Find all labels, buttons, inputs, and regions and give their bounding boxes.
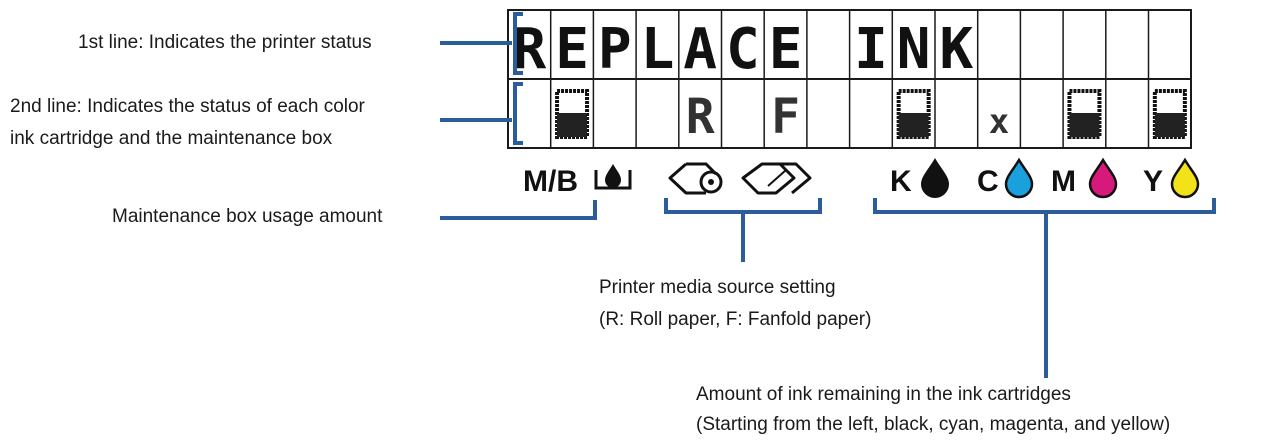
line1-callout: 1st line: Indicates the printer status xyxy=(78,32,372,53)
line2-callout-2: ink cartridge and the maintenance box xyxy=(10,128,333,149)
lcd-line1-char: K xyxy=(939,17,973,82)
lcd-line1-char: L xyxy=(641,17,675,82)
yellow-label: Y xyxy=(1143,165,1163,198)
lcd-level-fill xyxy=(557,113,588,137)
black-ink-drop-icon xyxy=(920,158,950,198)
lcd-level-fill xyxy=(1069,113,1100,137)
fanfold-paper-icon xyxy=(741,162,812,195)
cyan-label: C xyxy=(977,165,999,198)
lcd-line2-char: R xyxy=(686,89,715,145)
roll-paper-icon xyxy=(668,162,723,195)
media-callout-2: (R: Roll paper, F: Fanfold paper) xyxy=(599,309,872,330)
ink-bracket xyxy=(873,198,1216,214)
lcd-line2-char: x xyxy=(989,102,1009,142)
line1-bracket xyxy=(513,12,523,75)
lcd-line1-char: I xyxy=(854,17,888,82)
lcd-panel xyxy=(507,9,1192,149)
lcd-level-fill xyxy=(1154,113,1185,137)
lcd-level-fill xyxy=(898,113,929,137)
cyan-ink-drop-icon xyxy=(1004,157,1034,199)
lcd-line1-char: C xyxy=(726,17,760,82)
line2-callout-1: 2nd line: Indicates the status of each c… xyxy=(10,96,365,117)
maintenance-callout: Maintenance box usage amount xyxy=(112,206,383,227)
lcd-cell-dividers xyxy=(549,10,1150,148)
magenta-ink-drop-icon xyxy=(1088,157,1118,199)
lcd-line1-char: A xyxy=(683,17,717,82)
lcd-line2-char: F xyxy=(771,89,800,145)
black-label: K xyxy=(890,165,912,198)
magenta-label: M xyxy=(1051,165,1076,198)
media-bracket xyxy=(664,198,822,214)
ink-callout-2: (Starting from the left, black, cyan, ma… xyxy=(696,414,1171,435)
leader-lines xyxy=(440,41,1216,378)
lcd-line1-char: E xyxy=(769,17,803,82)
yellow-ink-drop-icon xyxy=(1170,157,1200,199)
lcd-line1-char: N xyxy=(897,17,931,82)
mb-label: M/B xyxy=(523,165,578,198)
ink-callout-1: Amount of ink remaining in the ink cartr… xyxy=(696,384,1071,405)
media-callout-1: Printer media source setting xyxy=(599,277,836,298)
lcd-line1-char: P xyxy=(598,17,632,82)
maintenance-box-icon xyxy=(594,164,632,190)
maintenance-leader xyxy=(440,200,597,220)
lcd-line1-char: E xyxy=(555,17,589,82)
line2-bracket xyxy=(513,82,523,145)
